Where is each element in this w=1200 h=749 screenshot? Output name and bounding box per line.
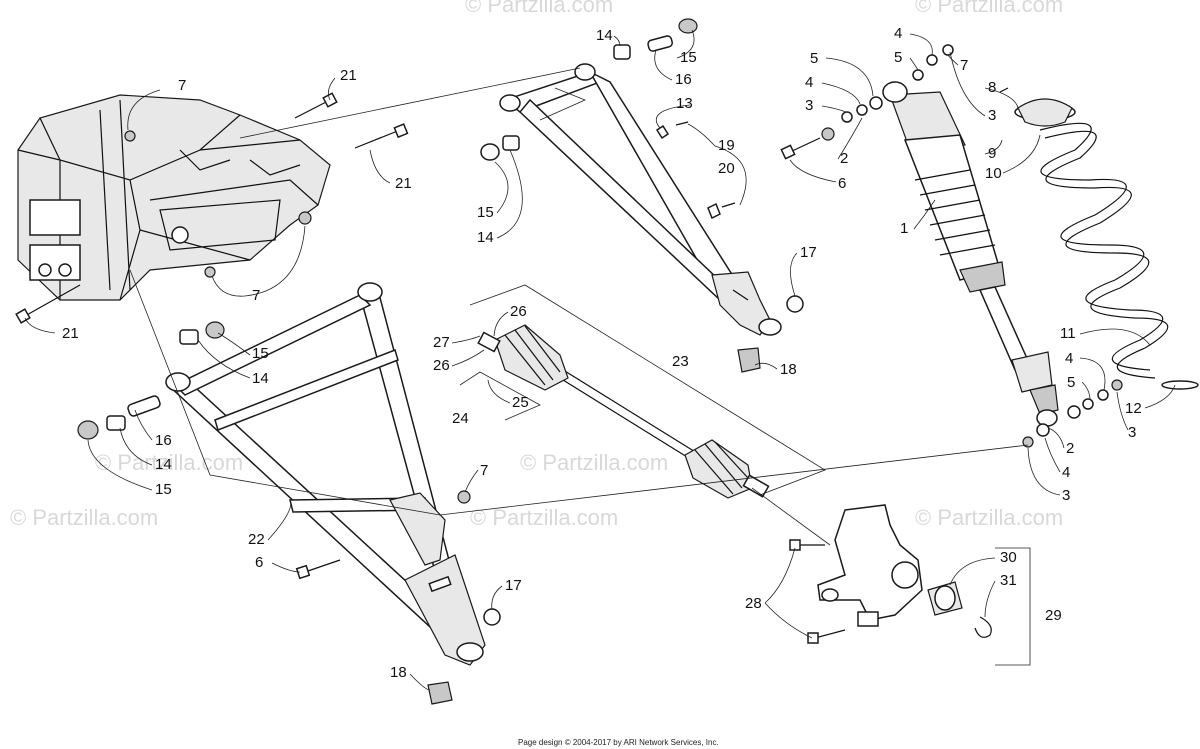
callout-5: 5 bbox=[1067, 374, 1075, 391]
upper-a-arm bbox=[499, 63, 782, 336]
watermark: © Partzilla.com bbox=[470, 505, 618, 530]
callout-27: 27 bbox=[433, 334, 450, 351]
callout-labels: 7 21 21 7 21 14 15 16 13 19 20 15 14 17 … bbox=[62, 25, 1142, 681]
callout-26: 26 bbox=[510, 303, 527, 320]
callout-26: 26 bbox=[433, 357, 450, 374]
callout-3: 3 bbox=[988, 107, 996, 124]
watermark: © Partzilla.com bbox=[915, 0, 1063, 17]
callout-3: 3 bbox=[805, 97, 813, 114]
callout-3: 3 bbox=[1062, 487, 1070, 504]
callout-18: 18 bbox=[780, 361, 797, 378]
callout-29: 29 bbox=[1045, 607, 1062, 624]
callout-leaders bbox=[24, 29, 1176, 691]
callout-14: 14 bbox=[477, 229, 494, 246]
callout-12: 12 bbox=[1125, 400, 1142, 417]
callout-14: 14 bbox=[155, 456, 172, 473]
axle-bracket-lines bbox=[459, 284, 826, 496]
watermark: © Partzilla.com bbox=[95, 450, 243, 475]
callout-16: 16 bbox=[155, 432, 172, 449]
callout-2: 2 bbox=[840, 150, 848, 167]
callout-20: 20 bbox=[718, 160, 735, 177]
callout-7: 7 bbox=[480, 462, 488, 479]
callout-17: 17 bbox=[800, 244, 817, 261]
callout-18: 18 bbox=[390, 664, 407, 681]
frame-assembly bbox=[17, 94, 331, 301]
callout-21: 21 bbox=[62, 325, 79, 342]
callout-10: 10 bbox=[985, 165, 1002, 182]
watermark: © Partzilla.com bbox=[520, 450, 668, 475]
watermark-layer: © Partzilla.com © Partzilla.com © Partzi… bbox=[10, 0, 1063, 530]
callout-16: 16 bbox=[675, 71, 692, 88]
lower-bushings bbox=[77, 321, 501, 705]
callout-7: 7 bbox=[960, 57, 968, 74]
callout-15: 15 bbox=[252, 345, 269, 362]
callout-13: 13 bbox=[676, 95, 693, 112]
lower-a-arm bbox=[165, 282, 486, 666]
callout-4: 4 bbox=[894, 25, 902, 42]
drive-axle bbox=[477, 324, 770, 499]
callout-1: 1 bbox=[900, 220, 908, 237]
coil-spring bbox=[1014, 98, 1199, 390]
watermark: © Partzilla.com bbox=[915, 505, 1063, 530]
callout-6: 6 bbox=[838, 175, 846, 192]
watermark: © Partzilla.com bbox=[10, 505, 158, 530]
callout-6: 6 bbox=[255, 554, 263, 571]
callout-22: 22 bbox=[248, 531, 265, 548]
callout-25: 25 bbox=[512, 394, 529, 411]
callout-24: 24 bbox=[452, 410, 469, 427]
callout-4: 4 bbox=[805, 74, 813, 91]
callout-5: 5 bbox=[894, 49, 902, 66]
callout-21: 21 bbox=[395, 175, 412, 192]
callout-9: 9 bbox=[988, 145, 996, 162]
callout-14: 14 bbox=[252, 370, 269, 387]
watermark: © Partzilla.com bbox=[465, 0, 613, 17]
callout-4: 4 bbox=[1065, 350, 1073, 367]
callout-4: 4 bbox=[1062, 464, 1070, 481]
steering-knuckle bbox=[789, 504, 1031, 666]
callout-8: 8 bbox=[988, 79, 996, 96]
callout-2: 2 bbox=[1066, 440, 1074, 457]
shock-absorber bbox=[882, 81, 1059, 427]
callout-21: 21 bbox=[340, 67, 357, 84]
callout-7: 7 bbox=[178, 77, 186, 94]
callout-19: 19 bbox=[718, 137, 735, 154]
callout-11: 11 bbox=[1060, 325, 1076, 342]
callout-15: 15 bbox=[155, 481, 172, 498]
callout-30: 30 bbox=[1000, 549, 1017, 566]
callout-5: 5 bbox=[810, 50, 818, 67]
callout-14: 14 bbox=[596, 27, 613, 44]
copyright-footer: Page design © 2004-2017 by ARI Network S… bbox=[518, 738, 719, 747]
callout-7: 7 bbox=[252, 287, 260, 304]
upper-bushings bbox=[480, 18, 804, 373]
callout-23: 23 bbox=[672, 353, 689, 370]
callout-3: 3 bbox=[1128, 424, 1136, 441]
callout-17: 17 bbox=[505, 577, 522, 594]
callout-15: 15 bbox=[477, 204, 494, 221]
frame-hardware bbox=[15, 92, 409, 324]
callout-15: 15 bbox=[680, 49, 697, 66]
leader-lines bbox=[129, 67, 1029, 546]
callout-28: 28 bbox=[745, 595, 762, 612]
callout-31: 31 bbox=[1000, 572, 1017, 589]
